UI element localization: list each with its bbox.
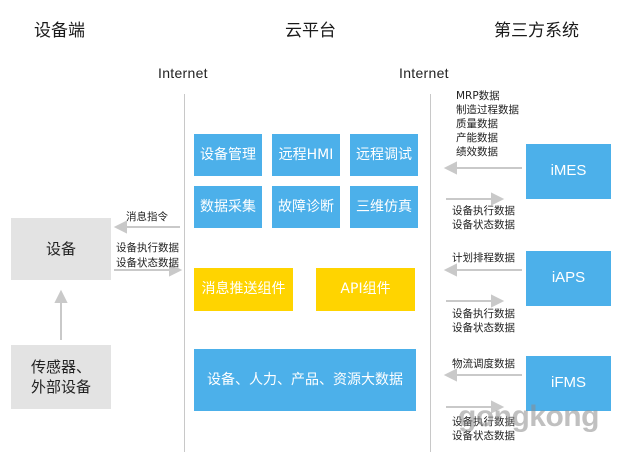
imes-in-label-2: 制造过程数据 xyxy=(456,104,519,116)
device-data-label-2: 设备状态数据 xyxy=(116,257,179,269)
ifms-out-label-1: 设备执行数据 xyxy=(452,416,515,428)
internet-label-right: Internet xyxy=(399,65,449,81)
device-box: 设备 xyxy=(11,218,111,280)
module-3d-simulation: 三维仿真 xyxy=(350,186,418,228)
module-device-management: 设备管理 xyxy=(194,134,262,176)
big-data-box: 设备、人力、产品、资源大数据 xyxy=(194,349,416,411)
module-remote-debug: 远程调试 xyxy=(350,134,418,176)
iaps-box: iAPS xyxy=(526,251,611,306)
ifms-in-label: 物流调度数据 xyxy=(452,358,515,370)
module-remote-hmi: 远程HMI xyxy=(272,134,340,176)
watermark: gongkong xyxy=(458,400,599,433)
imes-in-label-1: MRP数据 xyxy=(456,90,500,102)
module-fault-diagnosis: 故障诊断 xyxy=(272,186,340,228)
heading-cloud: 云平台 xyxy=(285,21,336,41)
message-command-label: 消息指令 xyxy=(126,211,168,223)
imes-out-label-2: 设备状态数据 xyxy=(452,219,515,231)
api-component: API组件 xyxy=(316,268,415,311)
internet-divider-left xyxy=(184,94,185,452)
device-data-label-1: 设备执行数据 xyxy=(116,242,179,254)
internet-divider-right xyxy=(430,94,431,452)
push-component: 消息推送组件 xyxy=(194,268,293,311)
imes-out-label-1: 设备执行数据 xyxy=(452,205,515,217)
sensor-box: 传感器、 外部设备 xyxy=(11,345,111,409)
iaps-in-label: 计划排程数据 xyxy=(452,252,515,264)
internet-label-left: Internet xyxy=(158,65,208,81)
heading-device-side: 设备端 xyxy=(34,21,85,41)
imes-box: iMES xyxy=(526,144,611,199)
iaps-out-label-2: 设备状态数据 xyxy=(452,322,515,334)
ifms-out-label-2: 设备状态数据 xyxy=(452,430,515,442)
imes-in-label-4: 产能数据 xyxy=(456,132,498,144)
module-data-collection: 数据采集 xyxy=(194,186,262,228)
imes-in-label-3: 质量数据 xyxy=(456,118,498,130)
iaps-out-label-1: 设备执行数据 xyxy=(452,308,515,320)
sensor-label-line1: 传感器、 xyxy=(30,357,91,376)
heading-third-party: 第三方系统 xyxy=(494,21,579,41)
imes-in-label-5: 绩效数据 xyxy=(456,146,498,158)
sensor-label-line2: 外部设备 xyxy=(30,378,91,396)
ifms-box: iFMS xyxy=(526,356,611,411)
